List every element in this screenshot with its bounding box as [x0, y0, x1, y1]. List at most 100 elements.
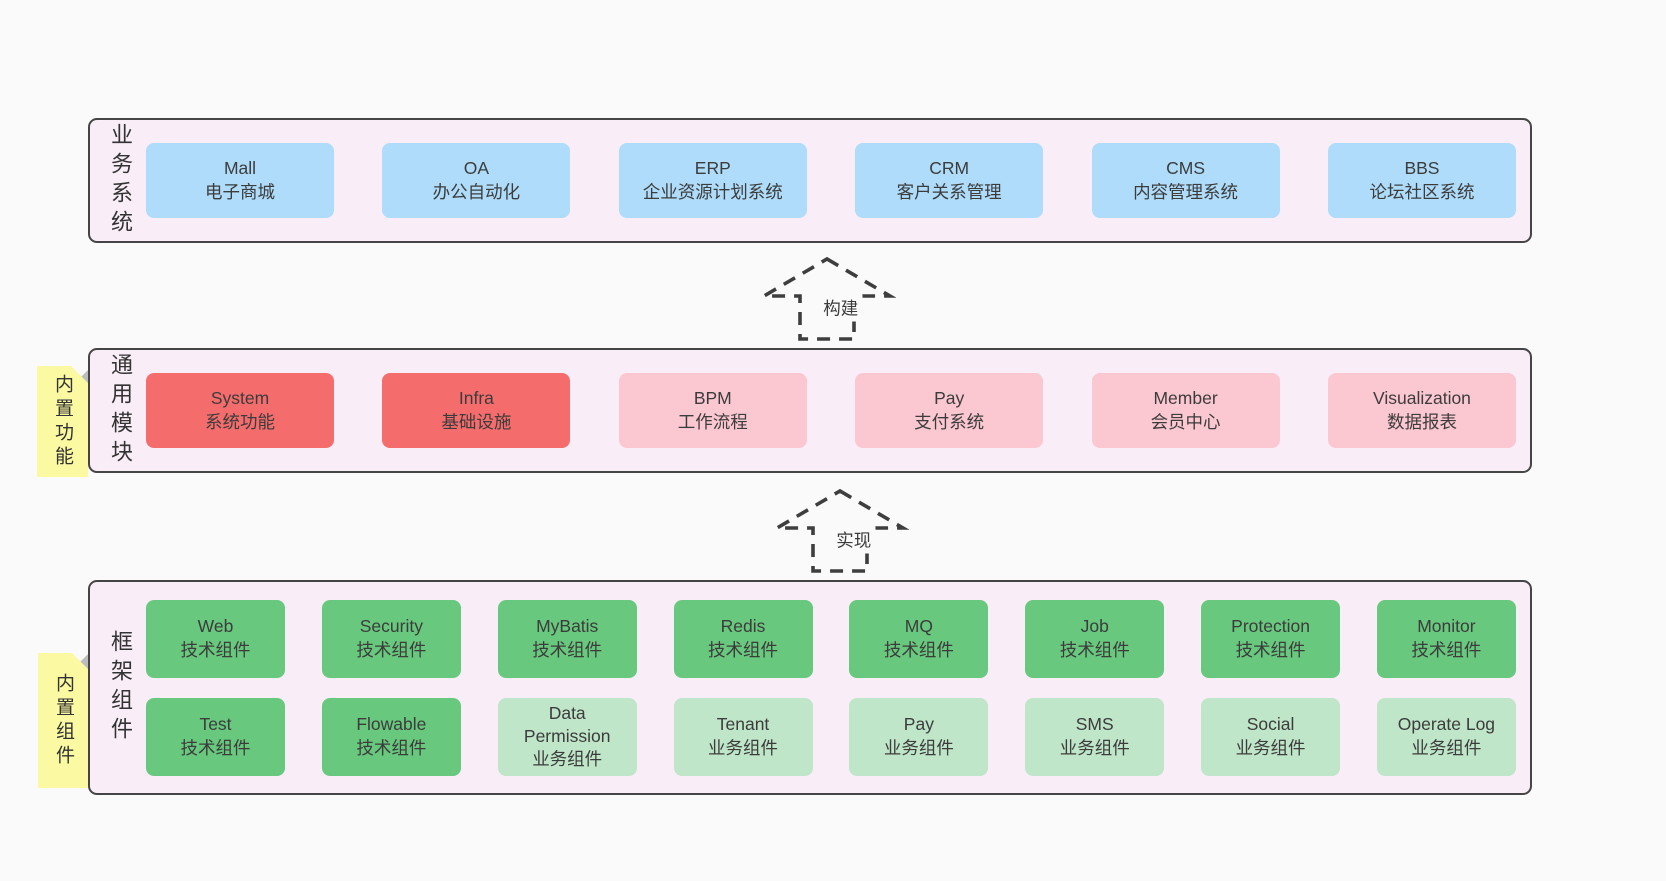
- module-box-title: OA: [463, 158, 490, 179]
- module-box-title: Tenant: [716, 714, 770, 735]
- module-box-subtitle: 支付系统: [914, 411, 985, 432]
- module-box-title: Visualization: [1372, 388, 1471, 409]
- module-box-data-permission: Data Permission 业务组件: [497, 697, 637, 776]
- module-box-title: Member: [1153, 388, 1218, 409]
- module-box-subtitle: 技术组件: [708, 639, 779, 660]
- layer-business-label: 业务系统: [108, 122, 133, 239]
- module-box-subtitle: 技术组件: [1059, 639, 1130, 660]
- module-box-title: Operate Log: [1397, 714, 1496, 735]
- module-box-title: Data Permission: [523, 702, 611, 746]
- module-box-title: Flowable: [356, 714, 427, 735]
- sticky-note-text: 内置组件: [53, 672, 74, 769]
- module-box-title: MQ: [904, 616, 933, 637]
- module-box-subtitle: 技术组件: [1411, 639, 1482, 660]
- module-box-subtitle: 技术组件: [180, 737, 251, 758]
- module-box-subtitle: 论坛社区系统: [1369, 181, 1475, 202]
- module-box-subtitle: 业务组件: [708, 737, 779, 758]
- module-box-subtitle: 电子商城: [205, 181, 275, 202]
- module-box-subtitle: 技术组件: [532, 639, 603, 660]
- module-box-title: MyBatis: [536, 616, 599, 637]
- module-box-title: Mall: [223, 158, 257, 179]
- arrow-build-label: 构建: [819, 294, 863, 322]
- module-box-title: Security: [359, 616, 423, 637]
- module-box-subtitle: 技术组件: [1235, 639, 1306, 660]
- module-box-subtitle: 基础设施: [441, 411, 512, 432]
- module-box-subtitle: 技术组件: [180, 639, 251, 660]
- layer-modules-label: 通用模块: [108, 352, 133, 469]
- module-box-subtitle: 业务组件: [532, 749, 603, 770]
- module-box-title: BBS: [1404, 158, 1440, 179]
- module-box-subtitle: 业务组件: [883, 737, 954, 758]
- module-box-title: Protection: [1231, 616, 1310, 637]
- module-box-title: CRM: [929, 158, 970, 179]
- module-box-title: BPM: [693, 388, 732, 409]
- arrow-implement: 实现: [771, 487, 909, 575]
- sticky-note-builtin-features: 内置功能: [37, 366, 88, 477]
- module-box-title: Pay: [934, 388, 965, 409]
- module-box-title: SMS: [1075, 714, 1114, 735]
- module-box-subtitle: 技术组件: [883, 639, 954, 660]
- module-box-title: Pay: [903, 714, 934, 735]
- module-box-title: Redis: [720, 616, 766, 637]
- module-box-subtitle: 技术组件: [356, 639, 427, 660]
- module-box-subtitle: 业务组件: [1235, 737, 1306, 758]
- arrow-build: 构建: [758, 255, 896, 343]
- sticky-note-builtin-components: 内置组件: [38, 653, 89, 788]
- layer-framework-label: 框架组件: [108, 629, 133, 746]
- module-box-subtitle: 企业资源计划系统: [642, 181, 783, 202]
- module-box-subtitle: 业务组件: [1059, 737, 1130, 758]
- module-box-title: CMS: [1166, 158, 1205, 179]
- block-arrow-up-icon: [758, 256, 896, 341]
- module-box-title: System: [210, 388, 270, 409]
- module-box-subtitle: 客户关系管理: [896, 181, 1002, 202]
- module-box-subtitle: 工作流程: [677, 411, 748, 432]
- module-box-subtitle: 会员中心: [1150, 411, 1221, 432]
- block-arrow-up-icon: [771, 488, 909, 573]
- sticky-note-text: 内置功能: [52, 373, 73, 470]
- module-box-subtitle: 内容管理系统: [1133, 181, 1239, 202]
- module-box-title: Social: [1246, 714, 1295, 735]
- module-box-subtitle: 技术组件: [356, 737, 427, 758]
- module-box-title: Infra: [458, 388, 494, 409]
- module-box-subtitle: 数据报表: [1386, 411, 1457, 432]
- module-box-title: ERP: [694, 158, 731, 179]
- module-box-subtitle: 办公自动化: [432, 181, 521, 202]
- module-box-title: Web: [197, 616, 234, 637]
